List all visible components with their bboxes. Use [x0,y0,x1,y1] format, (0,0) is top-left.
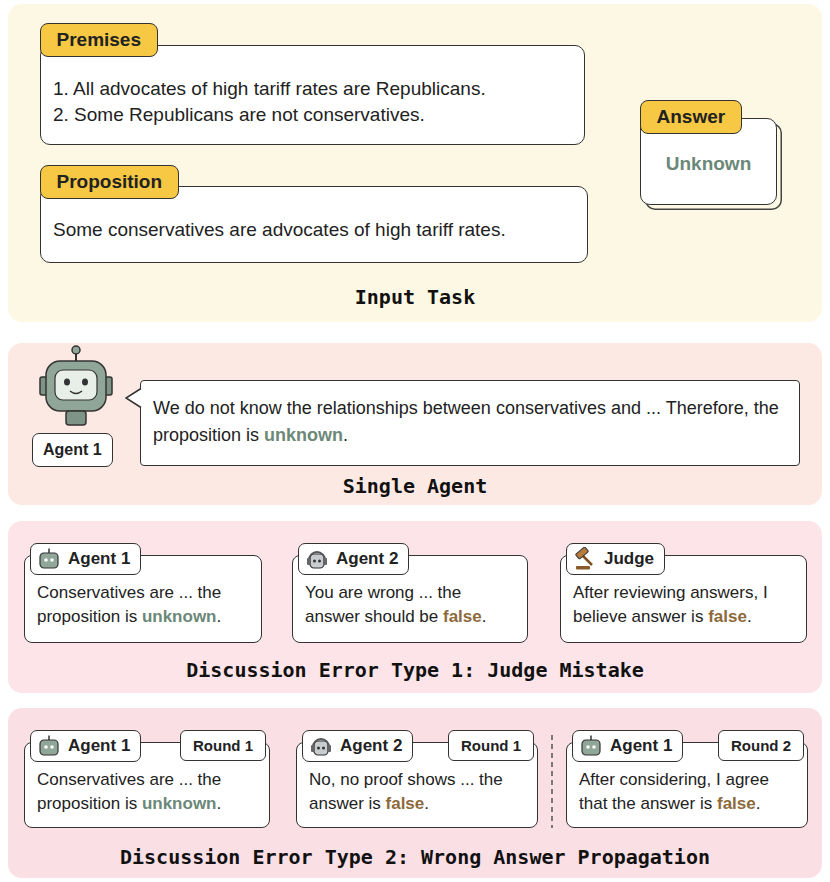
agent-card: Agent 2You are wrong ... the answer shou… [292,555,528,643]
panel-band: Input TaskPremises1. All advocates of hi… [8,4,822,322]
panel-title: Single Agent [8,475,822,497]
agent-icon [309,734,333,758]
heading-tab: Agent 2 [298,543,409,575]
panel-band: Discussion Error Type 1: Judge Mistake Ag… [8,521,822,693]
agent-icon [305,547,329,571]
speech-bubble: We do not know the relationships between… [140,380,800,466]
bubble-tail [125,387,144,411]
panel-title: Discussion Error Type 2: Wrong Answer Pr… [8,846,822,868]
agent-label: Agent 1 [32,433,113,467]
agent-card: Agent 2No, no proof shows ... the answer… [296,742,538,828]
body-text: Agent 1 [43,440,102,460]
answer-box: AnswerUnknown [640,118,777,205]
heading-text: Agent 1 [610,736,672,756]
body-text: Round 1 [461,736,521,755]
panel-band: Discussion Error Type 2: Wrong Answer Pr… [8,708,822,878]
highlight-word: unknown [264,425,343,445]
heading-text: Premises [57,29,142,51]
highlight-word: false [443,607,482,626]
heading-tab: Premises [40,23,159,57]
body-text: Conservatives are ... the proposition is… [37,768,259,816]
agent-icon [37,734,61,758]
heading-tab: Agent 1 [30,730,141,762]
heading-text: Agent 1 [68,549,130,569]
text-box: PropositionSome conservatives are advoca… [40,186,588,263]
highlight-word: false [386,794,425,813]
agent-icon [579,734,603,758]
body-text: No, no proof shows ... the answer is fal… [309,768,527,816]
body-text: After considering, I agree that the answ… [579,768,797,816]
round-tab: Round 2 [718,730,804,761]
agent-icon [573,547,597,571]
heading-tab: Answer [640,100,743,134]
round-tab: Round 1 [448,730,534,761]
highlight-word: unknown [142,607,217,626]
body-text: Conservatives are ... the proposition is… [37,581,251,629]
round-tab: Round 1 [180,730,266,761]
agent-card: Agent 1After considering, I agree that t… [566,742,808,828]
heading-tab: Agent 2 [302,730,413,762]
dashed-divider [551,735,553,828]
highlight-word: Unknown [666,153,752,174]
highlight-word: unknown [142,794,217,813]
heading-tab: Agent 1 [572,730,683,762]
highlight-word: false [708,607,747,626]
highlight-word: false [717,794,756,813]
body-text: Unknown [653,151,764,177]
robot-illustration [40,346,112,425]
agent-card: Agent 1Conservatives are ... the proposi… [24,555,262,643]
text-box: Premises1. All advocates of high tariff … [40,45,585,145]
heading-tab: Proposition [40,165,180,199]
body-text: 2. Some Republicans are not conservative… [53,102,572,128]
heading-text: Agent 2 [336,549,398,569]
panel-title: Discussion Error Type 1: Judge Mistake [8,659,822,681]
heading-tab: Agent 1 [30,543,141,575]
body-text: After reviewing answers, I believe answe… [573,581,796,629]
body-text: We do not know the relationships between… [153,395,785,449]
heading-text: Agent 2 [340,736,402,756]
panel-title: Input Task [8,286,822,308]
heading-text: Answer [657,106,726,128]
agent-icon [37,547,61,571]
body-text: Round 1 [193,736,253,755]
body-text: Round 2 [731,736,791,755]
body-text: Some conservatives are advocates of high… [53,217,575,243]
body-text: 1. All advocates of high tariff rates ar… [53,76,572,102]
heading-text: Proposition [57,171,163,193]
heading-text: Judge [604,549,654,569]
panel-band: Single Agent Agent 1 We do not know the re… [8,343,822,505]
agent-card: JudgeAfter reviewing answers, I believe … [560,555,807,643]
body-text: You are wrong ... the answer should be f… [305,581,517,629]
agent-card: Agent 1Conservatives are ... the proposi… [24,742,270,828]
heading-tab: Judge [566,543,665,575]
heading-text: Agent 1 [68,736,130,756]
